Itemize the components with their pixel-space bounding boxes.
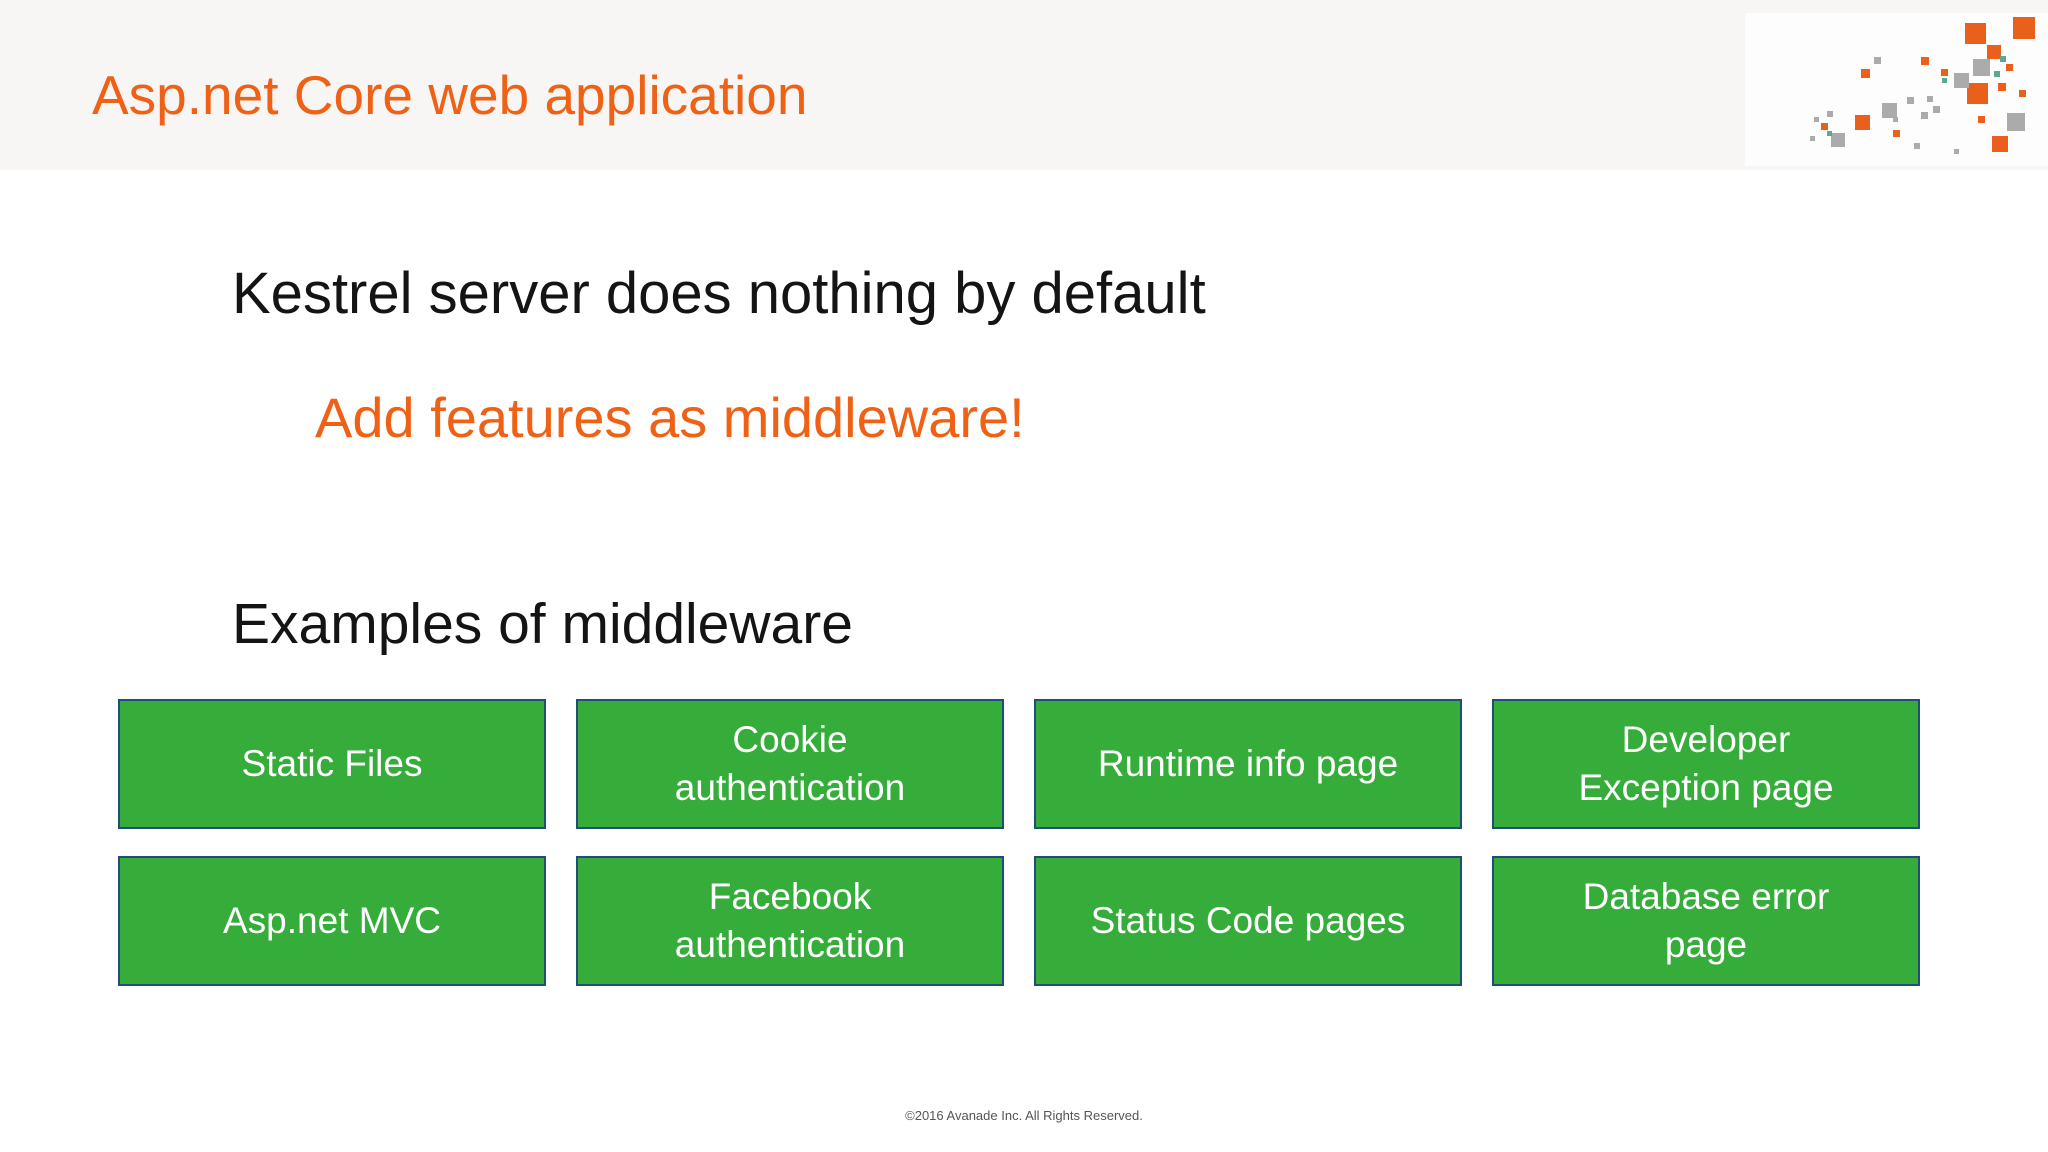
- deco-square: [1941, 69, 1948, 76]
- deco-square: [1942, 78, 1947, 83]
- middleware-box-static-files: Static Files: [118, 699, 546, 829]
- middleware-box-database-error-page: Database error page: [1492, 856, 1920, 986]
- deco-square: [1821, 123, 1828, 130]
- deco-square: [1874, 57, 1881, 64]
- middleware-grid: Static Files Cookie authentication Runti…: [118, 699, 1920, 986]
- deco-square: [1827, 131, 1832, 136]
- deco-square: [1907, 97, 1914, 104]
- deco-square: [1994, 71, 2000, 77]
- middleware-box-developer-exception-page: Developer Exception page: [1492, 699, 1920, 829]
- middleware-box-label: Static Files: [241, 743, 423, 784]
- slide-header: Asp.net Core web application: [0, 0, 2048, 170]
- middleware-box-label: Runtime info page: [1097, 743, 1399, 784]
- deco-square: [1992, 136, 2008, 152]
- deco-square: [1921, 57, 1929, 65]
- middleware-box-label: Facebook authentication: [674, 876, 906, 965]
- deco-square: [1998, 83, 2006, 91]
- deco-square: [1927, 96, 1933, 102]
- deco-square: [1810, 136, 1815, 141]
- deco-square: [2019, 90, 2026, 97]
- deco-square: [1921, 112, 1928, 119]
- middleware-box-status-code-pages: Status Code pages: [1034, 856, 1462, 986]
- deco-square: [2000, 56, 2006, 62]
- deco-square: [1893, 130, 1900, 137]
- middleware-box-facebook-authentication: Facebook authentication: [576, 856, 1004, 986]
- decorative-squares-backdrop: [1745, 13, 2048, 166]
- examples-heading: Examples of middleware: [232, 592, 853, 656]
- deco-square: [1987, 45, 2001, 59]
- statement-primary: Kestrel server does nothing by default: [232, 261, 1206, 326]
- deco-square: [2013, 17, 2035, 39]
- deco-square: [1855, 115, 1870, 130]
- slide-title: Asp.net Core web application: [92, 64, 808, 126]
- deco-square: [1814, 117, 1819, 122]
- middleware-box-label: Developer Exception page: [1578, 719, 1834, 808]
- middleware-box-cookie-authentication: Cookie authentication: [576, 699, 1004, 829]
- deco-square: [1861, 69, 1870, 78]
- deco-square: [2007, 113, 2025, 131]
- deco-square: [1827, 111, 1833, 117]
- copyright-notice: ©2016 Avanade Inc. All Rights Reserved.: [905, 1108, 1143, 1123]
- deco-square: [1933, 106, 1940, 113]
- deco-square: [1965, 23, 1986, 44]
- middleware-box-label: Asp.net MVC: [223, 900, 441, 941]
- deco-square: [1831, 133, 1845, 147]
- deco-square: [1893, 117, 1898, 122]
- middleware-box-label: Database error page: [1582, 876, 1830, 965]
- deco-square: [1973, 59, 1990, 76]
- middleware-box-runtime-info-page: Runtime info page: [1034, 699, 1462, 829]
- deco-square: [1954, 73, 1969, 88]
- deco-square: [2006, 64, 2013, 71]
- deco-square: [1954, 149, 1959, 154]
- statement-highlight: Add features as middleware!: [315, 386, 1025, 449]
- deco-square: [1978, 116, 1985, 123]
- deco-square: [1882, 103, 1897, 118]
- middleware-box-aspnet-mvc: Asp.net MVC: [118, 856, 546, 986]
- middleware-box-label: Cookie authentication: [674, 719, 906, 808]
- deco-square: [1914, 143, 1920, 149]
- deco-square: [1967, 83, 1988, 104]
- middleware-box-label: Status Code pages: [1090, 900, 1406, 941]
